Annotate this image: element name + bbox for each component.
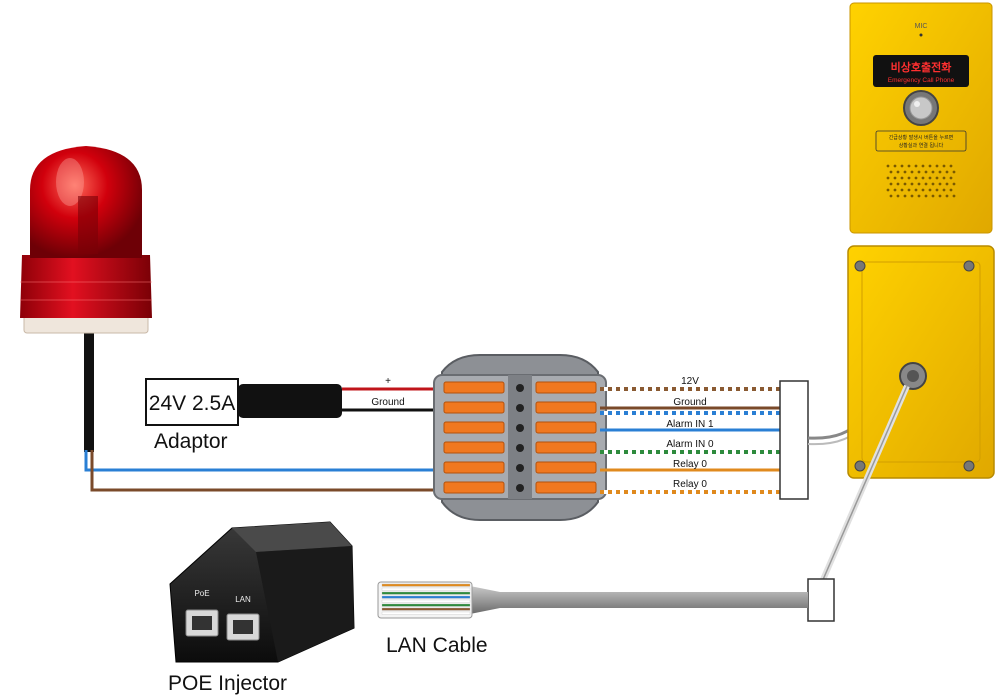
terminal-block bbox=[433, 354, 607, 521]
phone-notice-line1: 긴급상황 발생시 버튼을 누르면 bbox=[889, 134, 954, 141]
phone-mic-label: MIC bbox=[915, 23, 928, 30]
lan-connector-box bbox=[807, 578, 835, 622]
adaptor-plus-label: + bbox=[385, 376, 391, 387]
terminal-lever-left[interactable] bbox=[443, 481, 505, 494]
phone-display bbox=[873, 55, 969, 87]
wire-alarm-in1-label: Alarm IN 1 bbox=[666, 419, 714, 430]
terminal-lever-left[interactable] bbox=[443, 401, 505, 414]
poe-port2-label: LAN bbox=[235, 595, 251, 604]
phone-title-ko: 비상호출전화 bbox=[891, 60, 952, 74]
poe-injector: PoE LAN POE Injector bbox=[168, 521, 355, 695]
beacon-brown-wire bbox=[90, 450, 440, 492]
adaptor-box bbox=[145, 378, 239, 426]
terminal-lever-left[interactable] bbox=[443, 381, 505, 394]
adaptor-rating: 24V 2.5A bbox=[149, 392, 235, 415]
terminal-lever-right[interactable] bbox=[535, 461, 597, 474]
terminal-lever-left[interactable] bbox=[443, 421, 505, 434]
terminal-lever-left[interactable] bbox=[443, 461, 505, 474]
beacon-cable bbox=[84, 330, 94, 452]
terminal-lever-right[interactable] bbox=[535, 441, 597, 454]
wire-ground-label: Ground bbox=[673, 397, 706, 408]
beacon-wires bbox=[84, 330, 440, 492]
beacon-lens-base bbox=[20, 255, 152, 318]
wire-relay0-label-a: Relay 0 bbox=[673, 459, 707, 470]
beacon-light bbox=[20, 146, 152, 334]
terminal-lever-right[interactable] bbox=[535, 481, 597, 494]
phone-notice-line2: 상황실과 연결 됩니다 bbox=[899, 142, 944, 149]
adaptor: 24V 2.5A + Ground Adaptor bbox=[145, 376, 438, 453]
terminal-lever-right[interactable] bbox=[535, 381, 597, 394]
phone-speaker-grille bbox=[886, 164, 956, 198]
terminal-lever-right[interactable] bbox=[535, 401, 597, 414]
wire-alarm-in0-label: Alarm IN 0 bbox=[666, 439, 714, 450]
phone-back-panel bbox=[847, 245, 995, 479]
phone-title-en: Emergency Call Phone bbox=[888, 77, 955, 84]
poe-injector-label: POE Injector bbox=[168, 672, 287, 695]
lan-cable bbox=[470, 586, 808, 614]
emergency-phone-front: MIC 비상호출전화 Emergency Call Phone 긴급상황 발생시… bbox=[849, 2, 993, 234]
terminal-lever-right[interactable] bbox=[535, 421, 597, 434]
wire-relay0-label-b: Relay 0 bbox=[673, 479, 707, 490]
adaptor-name: Adaptor bbox=[154, 430, 228, 453]
terminal-lever-left[interactable] bbox=[443, 441, 505, 454]
emergency-phone-back bbox=[847, 245, 995, 479]
beacon-blue-wire bbox=[84, 450, 440, 472]
poe-port1-label: PoE bbox=[194, 589, 209, 598]
wire-12v-label: 12V bbox=[681, 376, 699, 387]
phone-notice-box bbox=[875, 130, 967, 152]
lan-route: LAN Cable bbox=[377, 384, 910, 657]
adaptor-ground-label: Ground bbox=[371, 397, 404, 408]
lan-cable-label: LAN Cable bbox=[386, 634, 488, 657]
output-connector bbox=[779, 380, 809, 500]
adaptor-cable bbox=[238, 384, 342, 418]
